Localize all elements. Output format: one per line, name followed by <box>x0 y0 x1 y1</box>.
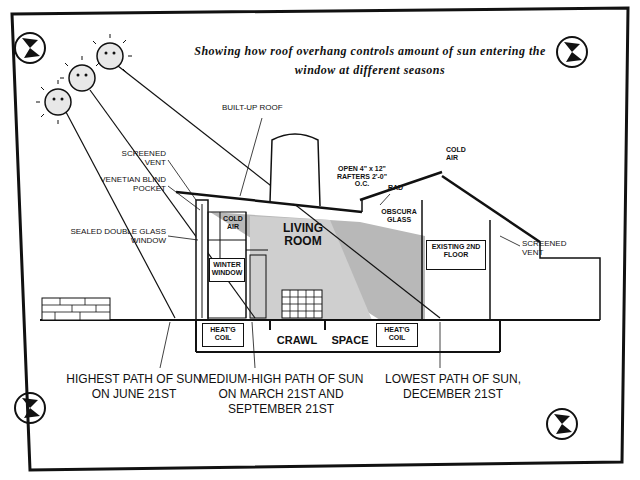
window-label: SEALED DOUBLE GLASS WINDOW <box>70 228 166 246</box>
box-text: HEAT'G COIL <box>378 326 416 341</box>
roof-label: BUILT-UP ROOF <box>222 104 312 113</box>
rafter-label: OPEN 4" x 12" RAFTERS 2'-0" O.C. <box>330 165 394 188</box>
box-text: HEAT'G COIL <box>204 326 242 341</box>
crawl-label: CRAWL <box>272 334 322 346</box>
heating-coil-box: HEAT'G COIL <box>202 323 244 347</box>
blind-pocket-label: VENETIAN BLIND POCKET <box>100 176 166 194</box>
room-label: LIVING ROOM <box>268 222 338 248</box>
sun-path-note: HIGHEST PATH OF SUN ON JUNE 21ST <box>64 372 204 402</box>
floor-box: EXISTING 2ND FLOOR <box>426 240 486 270</box>
glass-label: OBSCURA GLASS <box>378 208 420 223</box>
window-box: WINTER WINDOW <box>209 258 245 282</box>
air-label: COLD AIR <box>221 215 245 230</box>
heating-coil-box: HEAT'G COIL <box>376 323 418 347</box>
vent-label: SCREENED VENT <box>100 150 166 168</box>
air-label: COLD AIR <box>446 146 478 161</box>
title: Showing how roof overhang controls amoun… <box>180 42 560 79</box>
crawl-label: SPACE <box>325 334 375 346</box>
rad-label: RAD <box>388 184 418 192</box>
box-text: WINTER WINDOW <box>211 261 243 276</box>
sun-path-note: MEDIUM-HIGH PATH OF SUN ON MARCH 21ST AN… <box>196 372 366 417</box>
sun-path-note: LOWEST PATH OF SUN, DECEMBER 21ST <box>378 372 528 402</box>
box-text: EXISTING 2ND FLOOR <box>428 243 484 258</box>
vent-label: SCREENED VENT <box>522 240 578 258</box>
